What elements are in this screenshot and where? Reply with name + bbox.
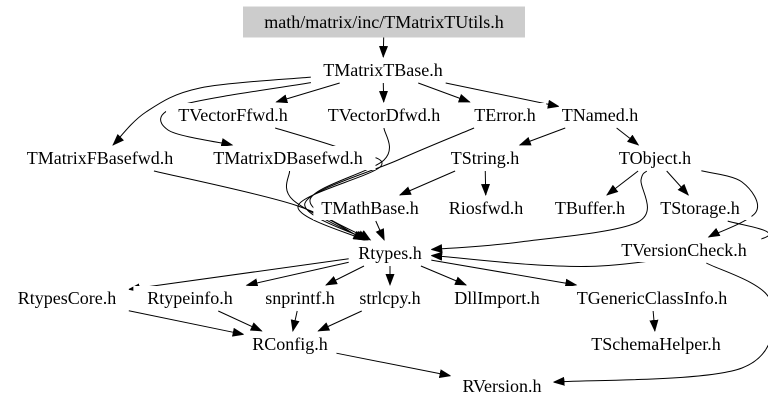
- node-bg-tmatrixdbasefwd: [200, 146, 376, 170]
- node-rconfig[interactable]: RConfig.h: [252, 334, 328, 354]
- node-tstring[interactable]: TString.h: [451, 148, 520, 168]
- node-bg-rversion: [450, 374, 554, 398]
- edge-tobject-to-tbuffer: [606, 170, 639, 196]
- node-tnamed[interactable]: TNamed.h: [562, 105, 638, 125]
- node-bg-tvectorffwd: [166, 103, 300, 127]
- node-tmatrixtutils: math/matrix/inc/TMatrixTUtils.h: [264, 12, 503, 32]
- edge-tgenericclassinfo-to-tschemahelper: [649, 310, 659, 332]
- edge-rtypes-to-rtypeinfo: [245, 261, 349, 288]
- node-tmatrixfbasefwd[interactable]: TMatrixFBasefwd.h: [27, 148, 173, 168]
- node-tbuffer[interactable]: TBuffer.h: [555, 198, 625, 218]
- node-strlcpy[interactable]: strlcpy.h: [359, 288, 420, 308]
- node-tschemahelper[interactable]: TSchemaHelper.h: [591, 334, 720, 354]
- edge-rtypes-to-dllimport: [420, 265, 468, 286]
- node-bg-riosfwd: [439, 196, 533, 220]
- node-bg-rtypes: [348, 241, 432, 265]
- edge-tmatrixtbase-to-tnamed: [445, 82, 560, 109]
- node-bg-tversioncheck: [606, 238, 762, 262]
- edge-tobject-to-rtypes: [430, 170, 648, 254]
- node-bg-snprintf: [248, 286, 352, 310]
- node-bg-tstorage: [648, 196, 752, 220]
- edge-snprintf-to-rconfig: [290, 310, 300, 332]
- node-bg-tstring: [438, 146, 532, 170]
- node-rversion[interactable]: RVersion.h: [462, 376, 541, 396]
- node-bg-tvectordfwd: [317, 103, 451, 127]
- edge-tmatrixtbase-to-tvectorffwd: [275, 82, 340, 104]
- node-tmathbase[interactable]: TMathBase.h: [321, 198, 418, 218]
- edge-tnamed-to-tobject: [616, 127, 640, 146]
- node-bg-tnamed: [558, 103, 642, 127]
- edge-rconfig-to-rversion: [336, 352, 452, 379]
- node-dllimport[interactable]: DllImport.h: [454, 288, 540, 308]
- edge-tmatrixfbasefwd-to-rtypes: [153, 170, 366, 241]
- node-terror[interactable]: TError.h: [474, 105, 535, 125]
- edge-rtypes-to-tgenericclassinfo: [431, 259, 578, 288]
- edge-tvectorffwd-to-rtypes: [275, 127, 383, 241]
- edge-tmatrixtbase-to-terror: [418, 82, 471, 103]
- edge-tmathbase-to-rtypes: [375, 220, 385, 241]
- node-tgenericclassinfo[interactable]: TGenericClassInfo.h: [577, 288, 727, 308]
- node-bg-terror: [463, 103, 547, 127]
- node-rtypes[interactable]: Rtypes.h: [358, 243, 422, 263]
- node-bg-tobject: [608, 146, 702, 170]
- edge-tmatrixtbase-to-tmatrixdbasefwd: [160, 82, 311, 147]
- node-bg-rtypeinfo: [133, 286, 247, 310]
- edge-tstring-to-tmathbase: [398, 170, 456, 196]
- edge-rtypes-to-snprintf: [325, 265, 365, 286]
- node-bg-tmathbase: [313, 196, 427, 220]
- edge-rtypes-to-rtypescore: [127, 258, 349, 293]
- node-rtypescore[interactable]: RtypesCore.h: [18, 288, 117, 308]
- node-tmatrixtbase[interactable]: TMatrixTBase.h: [323, 60, 442, 80]
- node-tstorage[interactable]: TStorage.h: [660, 198, 739, 218]
- edge-rtypescore-to-rconfig: [128, 310, 245, 337]
- node-tvectordfwd[interactable]: TVectorDfwd.h: [328, 105, 440, 125]
- node-box-tmatrixtutils: [243, 6, 525, 38]
- node-bg-rtypescore: [5, 286, 129, 310]
- node-bg-tgenericclassinfo: [554, 286, 750, 310]
- node-bg-tbuffer: [543, 196, 637, 220]
- edge-tmatrixtbase-to-tmatrixfbasefwd: [112, 76, 311, 146]
- node-tobject[interactable]: TObject.h: [619, 148, 691, 168]
- node-bg-strlcpy: [343, 286, 437, 310]
- edge-tmatrixdbasefwd-to-rtypes: [285, 170, 368, 241]
- edge-terror-to-rtypes: [304, 127, 475, 241]
- node-riosfwd[interactable]: Riosfwd.h: [449, 198, 524, 218]
- edge-rtypeinfo-to-rconfig: [218, 310, 263, 332]
- node-tmatrixdbasefwd[interactable]: TMatrixDBasefwd.h: [213, 148, 362, 168]
- edge-tversioncheck-to-rversion: [552, 262, 768, 386]
- node-snprintf[interactable]: snprintf.h: [265, 288, 335, 308]
- node-bg-tmatrixfbasefwd: [12, 146, 188, 170]
- edge-tobject-to-tstorage: [666, 170, 689, 196]
- node-bg-tmatrixtbase: [310, 58, 456, 82]
- node-bg-tschemahelper: [578, 332, 734, 356]
- node-bg-dllimport: [440, 286, 554, 310]
- edge-strlcpy-to-rconfig: [317, 310, 362, 332]
- node-tversioncheck[interactable]: TVersionCheck.h: [621, 240, 746, 260]
- node-tvectorffwd[interactable]: TVectorFfwd.h: [178, 105, 287, 125]
- edge-tobject-to-tversioncheck: [701, 170, 758, 238]
- edge-tvectordfwd-to-rtypes: [309, 127, 390, 241]
- edge-tnamed-to-tstring: [518, 127, 566, 146]
- node-bg-rconfig: [243, 332, 337, 356]
- node-rtypeinfo[interactable]: Rtypeinfo.h: [147, 288, 233, 308]
